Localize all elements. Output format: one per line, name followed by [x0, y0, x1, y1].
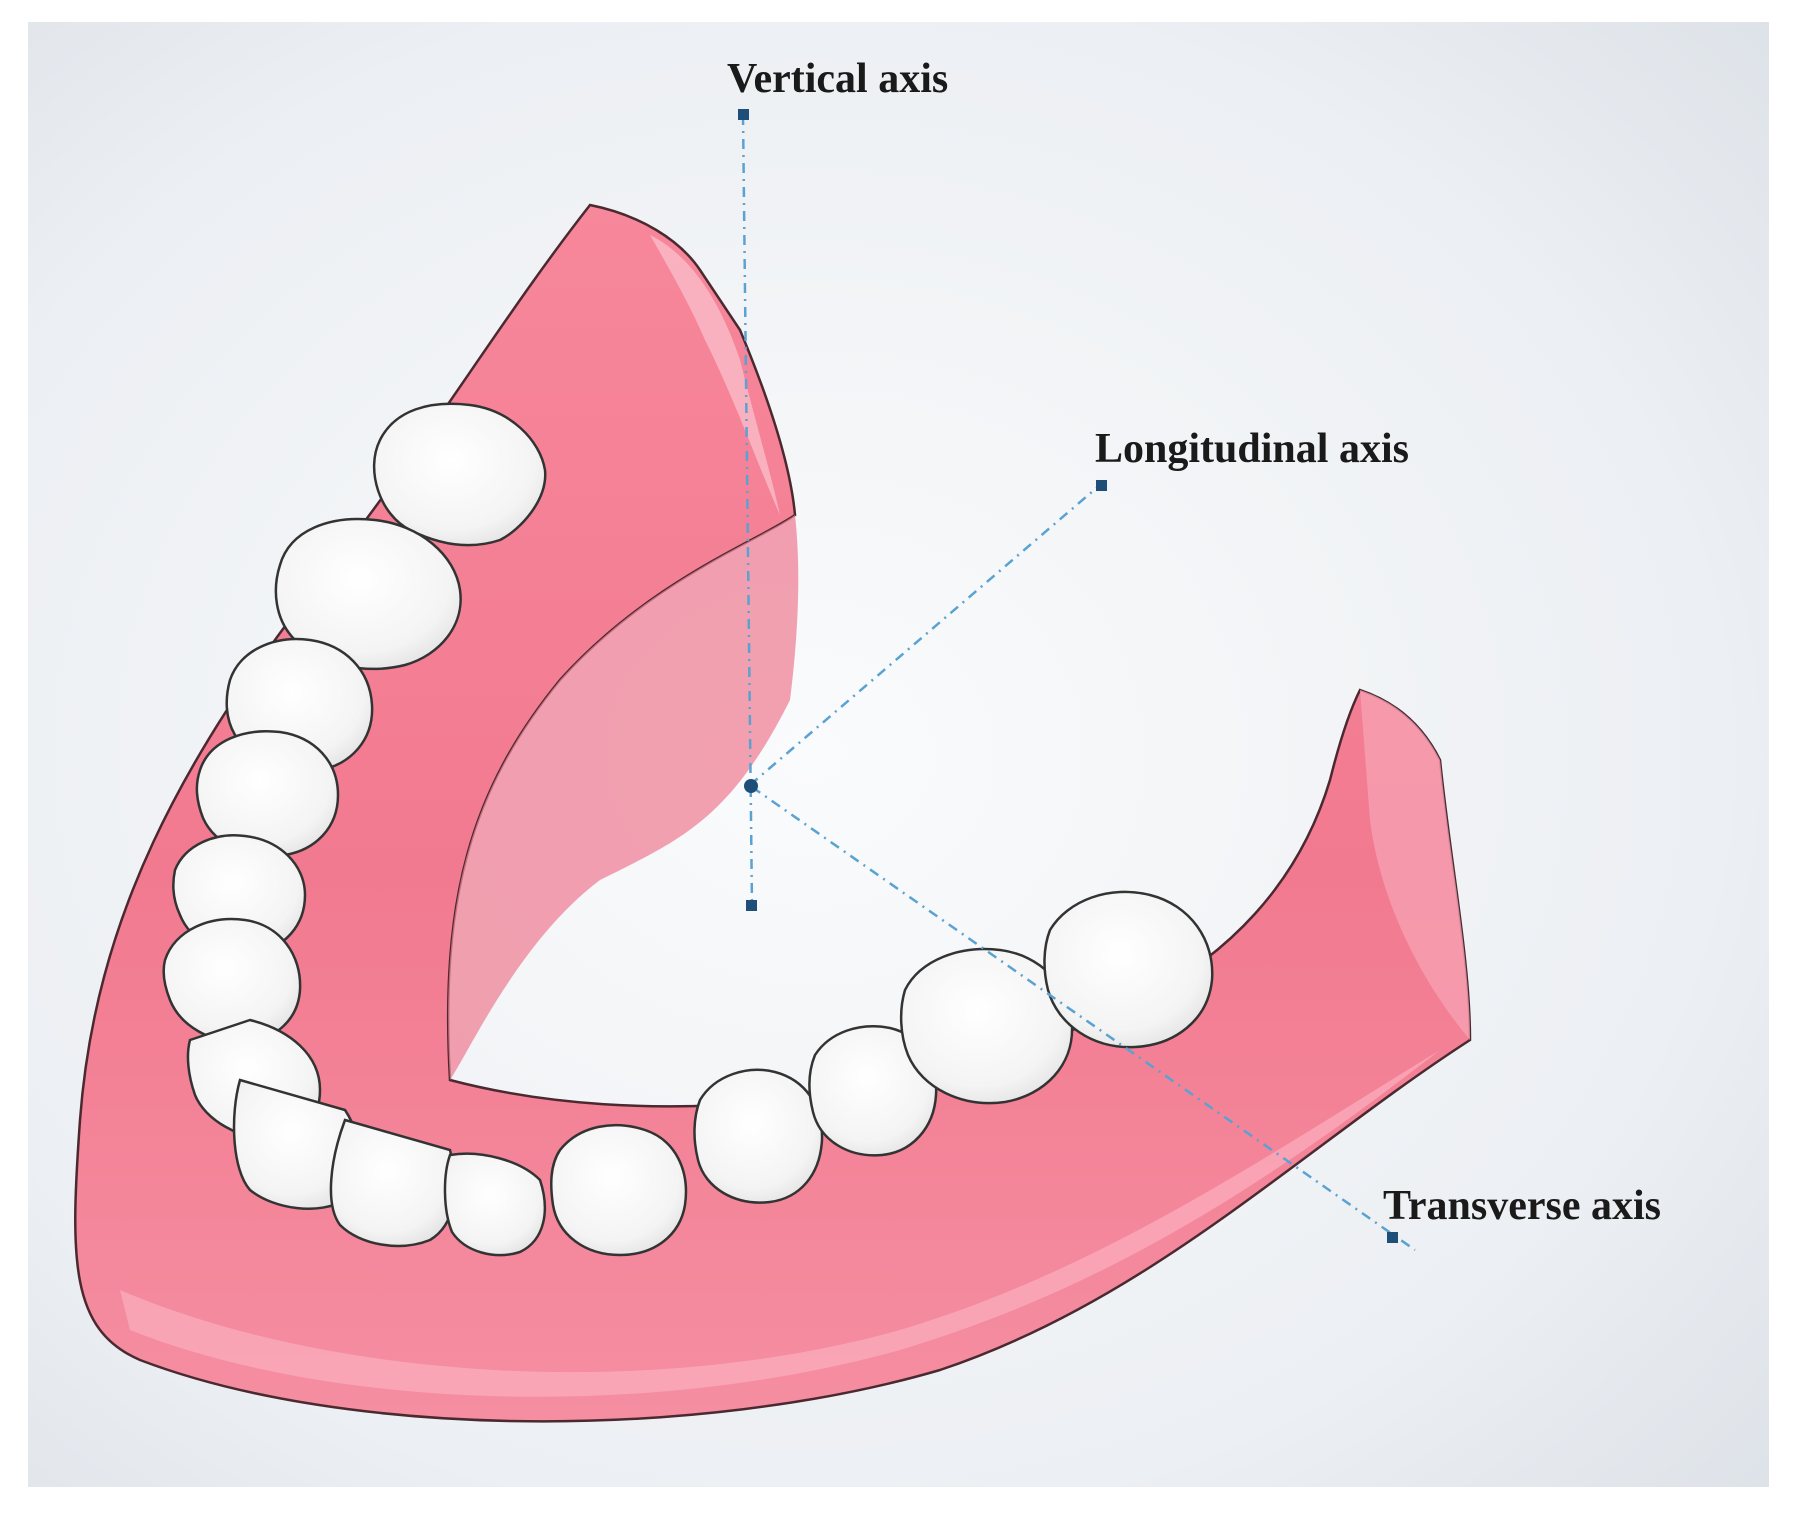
axis-points — [738, 109, 1398, 1243]
gum-right-inner-surface — [1360, 690, 1470, 1040]
tooth-left-molar-3 — [372, 402, 547, 547]
tooth-incisor-right-lateral — [443, 1152, 547, 1257]
teeth — [162, 402, 1214, 1257]
tooth-right-canine — [550, 1123, 688, 1257]
axes-origin-point — [744, 779, 758, 793]
tooth-right-molar-1 — [899, 947, 1074, 1105]
vertical-axis-top-point — [738, 109, 749, 120]
transverse-axis-end-point — [1387, 1232, 1398, 1243]
transverse-axis-line — [751, 785, 1416, 1252]
tooth-right-molar-2 — [1043, 890, 1214, 1049]
longitudinal-axis-end-point — [1096, 480, 1107, 491]
tooth-left-premolar-2 — [195, 730, 340, 858]
transverse-axis-label: Transverse axis — [1383, 1183, 1662, 1229]
gum-inner-surface — [448, 515, 799, 1080]
tooth-right-premolar-2 — [808, 1025, 938, 1157]
tooth-left-canine — [162, 917, 302, 1044]
gum-bottom-highlight — [120, 1050, 1440, 1397]
tooth-right-premolar-1 — [693, 1068, 824, 1204]
axis-lines — [741, 114, 1416, 1252]
vertical-axis-bottom-point — [746, 900, 757, 911]
longitudinal-axis-label: Longitudinal axis — [1095, 426, 1409, 472]
longitudinal-axis-line — [749, 484, 1101, 786]
vertical-axis-label: Vertical axis — [727, 56, 949, 102]
